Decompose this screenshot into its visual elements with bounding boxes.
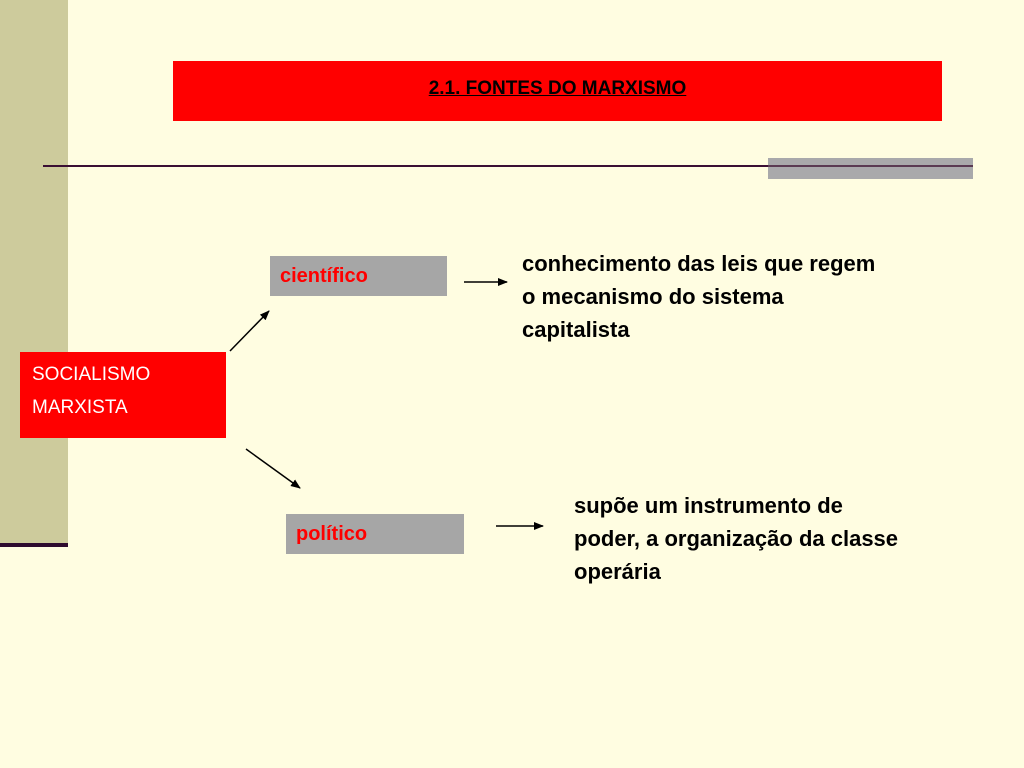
description-cientifico-line-2: o mecanismo do sistema <box>522 284 784 309</box>
description-cientifico: conhecimento das leis que regem o mecani… <box>522 247 875 346</box>
header-divider-line <box>43 165 973 167</box>
description-politico: supõe um instrumento de poder, a organiz… <box>574 489 898 588</box>
description-cientifico-line-3: capitalista <box>522 317 630 342</box>
slide-title: 2.1. FONTES DO MARXISMO <box>428 78 687 99</box>
branch-node-cientifico: científico <box>270 256 447 296</box>
description-politico-line-2: poder, a organização da classe <box>574 526 899 551</box>
left-bar-underline <box>0 543 68 547</box>
root-node-socialismo-marxista: SOCIALISMO MARXISTA <box>20 352 226 438</box>
header-gray-strip <box>768 158 973 179</box>
arrow-root-to-politico <box>245 448 301 489</box>
header-divider-line-segment <box>768 165 973 167</box>
root-node-line-1: SOCIALISMO <box>32 364 151 385</box>
title-banner: 2.1. FONTES DO MARXISMO <box>173 61 942 121</box>
branch-node-politico: político <box>286 514 464 554</box>
root-node-line-2: MARXISTA <box>32 397 128 418</box>
branch-label-politico: político <box>296 523 368 545</box>
description-politico-line-1: supõe um instrumento de <box>574 493 843 518</box>
description-cientifico-line-1: conhecimento das leis que regem <box>522 251 876 276</box>
description-politico-line-3: operária <box>574 559 661 584</box>
left-decorative-bar <box>0 0 68 546</box>
arrow-root-to-cientifico <box>229 310 270 352</box>
branch-label-cientifico: científico <box>280 265 368 287</box>
